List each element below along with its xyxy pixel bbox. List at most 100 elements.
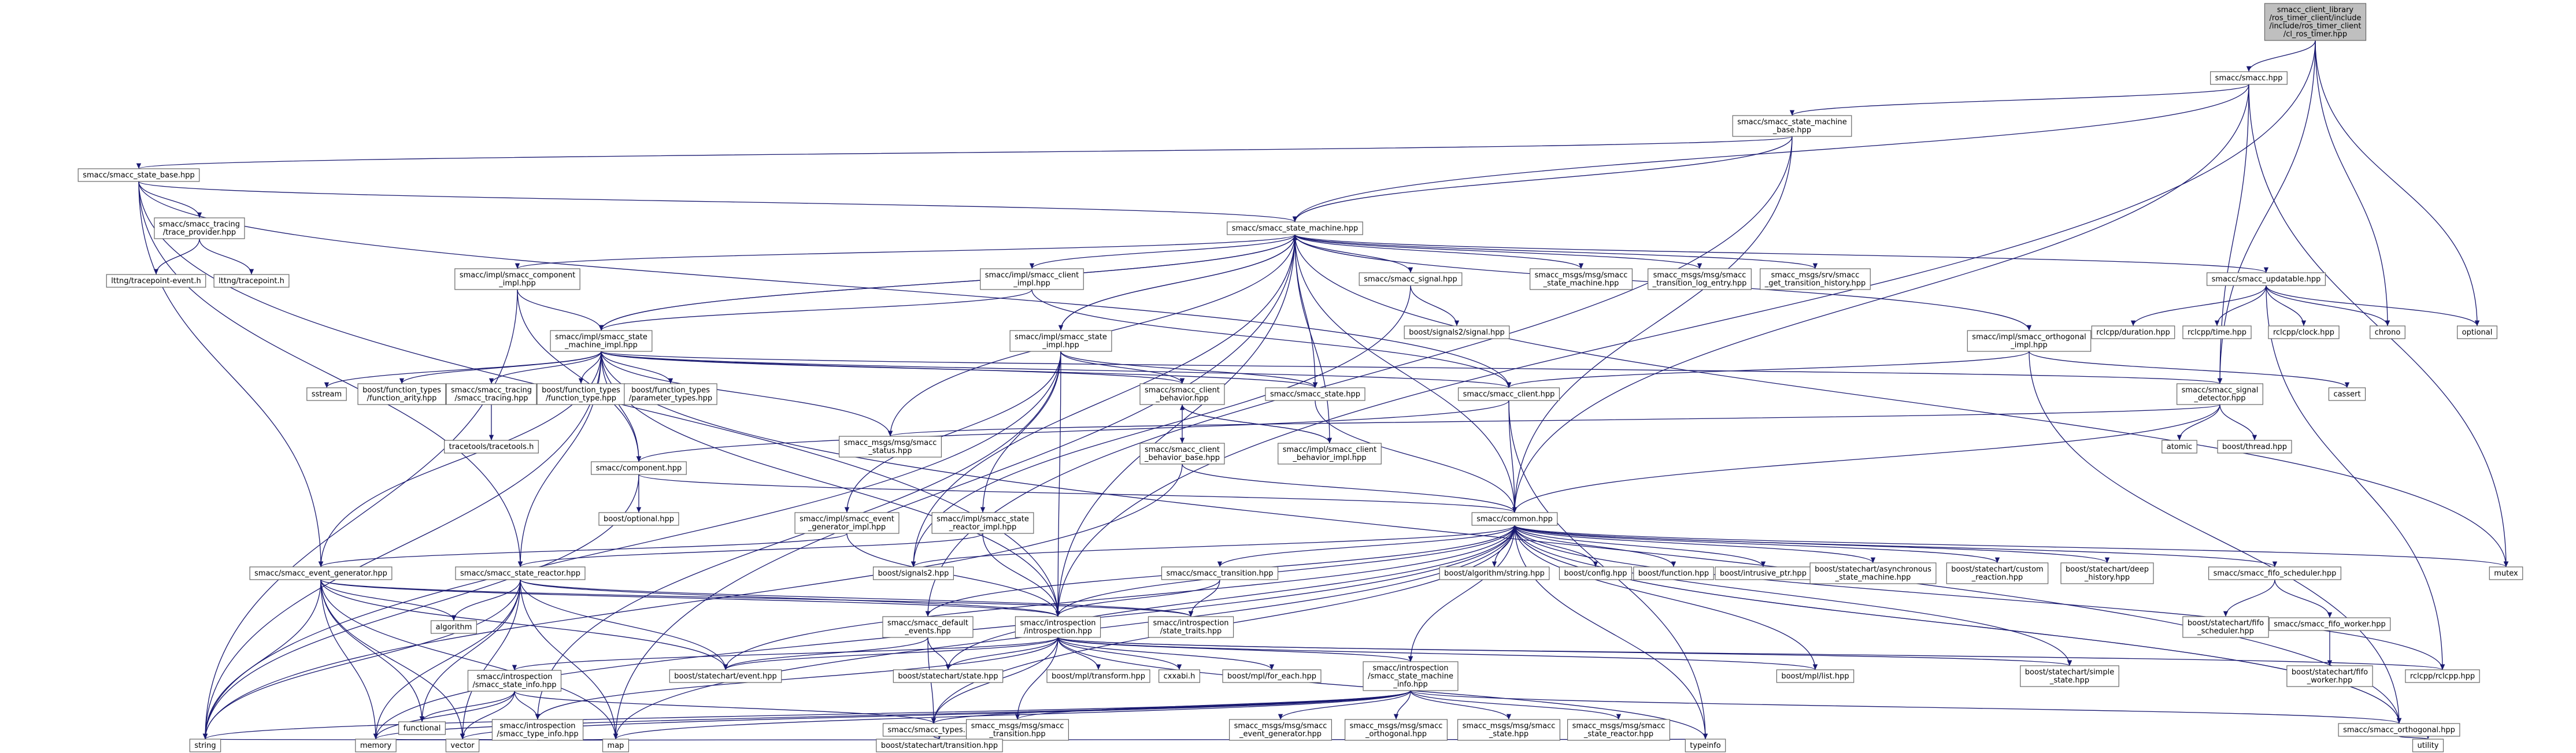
graph-node-mutex[interactable]: mutex <box>2489 566 2523 580</box>
graph-node-smacc[interactable]: smacc/smacc.hpp <box>2210 71 2288 85</box>
graph-node-clientimpl[interactable]: smacc/impl/smacc_client_impl.hpp <box>980 268 1084 290</box>
graph-node-statehpp[interactable]: smacc/smacc_state.hpp <box>1265 387 1365 401</box>
graph-node-box <box>838 436 942 458</box>
graph-node-orthimpl[interactable]: smacc/impl/smacc_orthogonal_impl.hpp <box>1967 330 2092 352</box>
graph-node-mpltransform[interactable]: boost/mpl/transform.hpp <box>1046 669 1150 683</box>
graph-node-chrono[interactable]: chrono <box>2370 325 2405 339</box>
graph-node-msgstatus[interactable]: smacc_msgs/msg/smacc_status.hpp <box>838 436 942 458</box>
graph-node-tracing[interactable]: smacc/smacc_tracing/trace_provider.hpp <box>154 217 245 239</box>
graph-node-mpllist[interactable]: boost/mpl/list.hpp <box>1776 669 1855 683</box>
graph-node-scfifow[interactable]: boost/statechart/fifo_worker.hpp <box>2286 665 2373 687</box>
graph-node-msgtle[interactable]: smacc_msgs/msg/smacc_transition_log_entr… <box>1648 268 1752 290</box>
graph-node-signals2sig[interactable]: boost/signals2/signal.hpp <box>1404 325 1510 339</box>
graph-node-utility[interactable]: utility <box>2412 739 2444 752</box>
graph-node-evgenimpl[interactable]: smacc/impl/smacc_event_generator_impl.hp… <box>794 512 900 534</box>
graph-node-transition[interactable]: smacc/smacc_transition.hpp <box>1161 566 1279 580</box>
graph-node-sccustom[interactable]: boost/statechart/custom_reaction.hpp <box>1946 562 2049 584</box>
graph-edge-evgen-to-string <box>202 579 321 740</box>
graph-node-map[interactable]: map <box>602 739 630 752</box>
graph-node-stateimpl[interactable]: smacc/impl/smacc_state_impl.hpp <box>1009 330 1112 352</box>
graph-node-label: smacc/smacc_tracing <box>451 386 532 395</box>
graph-node-tracetools[interactable]: tracetools/tracetools.h <box>444 440 539 454</box>
graph-node-reactor[interactable]: smacc/smacc_state_reactor.hpp <box>455 566 586 580</box>
graph-node-updatable[interactable]: smacc/smacc_updatable.hpp <box>2207 272 2326 286</box>
graph-node-string[interactable]: string <box>189 739 221 752</box>
graph-node-atomic[interactable]: atomic <box>2162 440 2197 454</box>
graph-node-component[interactable]: smacc/component.hpp <box>591 461 687 475</box>
graph-node-signal[interactable]: smacc/smacc_signal.hpp <box>1359 272 1463 286</box>
graph-node-optional[interactable]: optional <box>2457 325 2497 339</box>
graph-node-signals2[interactable]: boost/signals2.hpp <box>873 566 954 580</box>
graph-node-memory[interactable]: memory <box>355 739 397 752</box>
graph-node-scdeep[interactable]: boost/statechart/deep_history.hpp <box>2060 562 2154 584</box>
graph-node-rcldur[interactable]: rclcpp/duration.hpp <box>2091 325 2175 339</box>
graph-node-config[interactable]: boost/config.hpp <box>1559 566 1633 580</box>
graph-node-smstateinfo[interactable]: smacc/introspection/smacc_state_machine_… <box>1363 661 1459 691</box>
graph-node-rcltime[interactable]: rclcpp/time.hpp <box>2182 325 2252 339</box>
graph-node-label: functional <box>404 724 441 733</box>
graph-node-label: smacc/smacc_state_reactor.hpp <box>460 569 580 578</box>
graph-node-defevents[interactable]: smacc/smacc_default_events.hpp <box>882 616 974 638</box>
graph-node-ftarity[interactable]: boost/function_types/function_arity.hpp <box>357 383 446 405</box>
graph-node-smbase[interactable]: smacc/smacc_state_machine_base.hpp <box>1732 115 1852 137</box>
graph-node-typeinfo_std[interactable]: typeinfo <box>1685 739 1726 752</box>
graph-node-evgen[interactable]: smacc/smacc_event_generator.hpp <box>249 566 393 580</box>
graph-node-sstream[interactable]: sstream <box>306 387 347 401</box>
graph-node-vector[interactable]: vector <box>445 739 480 752</box>
graph-node-msgreactor[interactable]: smacc_msgs/msg/smacc_state_reactor.hpp <box>1567 719 1671 741</box>
graph-node-rclclock[interactable]: rclcpp/clock.hpp <box>2268 325 2340 339</box>
graph-node-lttngev[interactable]: lttng/tracepoint-event.h <box>106 274 206 288</box>
graph-node-label: /function_type.hpp <box>546 394 616 403</box>
graph-node-sigdet[interactable]: smacc/smacc_signal_detector.hpp <box>2177 383 2263 405</box>
graph-edge-updatable-to-rclcpp <box>2266 285 2445 670</box>
graph-node-functional[interactable]: functional <box>398 721 446 735</box>
graph-node-boostopt[interactable]: boost/optional.hpp <box>598 512 679 526</box>
graph-node-statetraits[interactable]: smacc/introspection/state_traits.hpp <box>1148 616 1234 638</box>
graph-node-rclcpp[interactable]: rclcpp/rclcpp.hpp <box>2405 669 2480 683</box>
graph-node-introspection[interactable]: smacc/introspection/introspection.hpp <box>1015 616 1101 638</box>
graph-node-cassert[interactable]: cassert <box>2328 387 2366 401</box>
graph-node-msgstate[interactable]: smacc_msgs/msg/smacc_state.hpp <box>1457 719 1561 741</box>
graph-node-mplforeach[interactable]: boost/mpl/for_each.hpp <box>1222 669 1322 683</box>
graph-node-trsmacc[interactable]: smacc/smacc_tracing/smacc_tracing.hpp <box>446 383 537 405</box>
graph-node-stateinfo[interactable]: smacc/introspection/smacc_state_info.hpp <box>467 670 562 692</box>
graph-node-clienthpp[interactable]: smacc/smacc_client.hpp <box>1457 387 1560 401</box>
graph-node-cxxabi[interactable]: cxxabi.h <box>1159 669 1200 683</box>
graph-node-typeinfo[interactable]: smacc/introspection/smacc_type_info.hpp <box>491 719 584 741</box>
graph-node-root[interactable]: smacc_client_library/ros_timer_client/in… <box>2264 3 2367 41</box>
graph-node-scsimple[interactable]: boost/statechart/simple_state.hpp <box>2020 665 2119 687</box>
graph-node-fifosched[interactable]: smacc/smacc_fifo_scheduler.hpp <box>2208 566 2341 580</box>
graph-node-scasync[interactable]: boost/statechart/asynchronous_state_mach… <box>1809 562 1937 584</box>
graph-node-ftftype[interactable]: boost/function_types/function_type.hpp <box>536 383 626 405</box>
graph-node-scfifo[interactable]: boost/statechart/fifo_scheduler.hpp <box>2182 616 2269 638</box>
graph-node-lttngtp[interactable]: lttng/tracepoint.h <box>213 274 290 288</box>
graph-node-common[interactable]: smacc/common.hpp <box>1471 512 1558 526</box>
graph-node-reactimpl[interactable]: smacc/impl/smacc_state_reactor_impl.hpp <box>931 512 1034 534</box>
graph-node-clbehbase[interactable]: smacc/smacc_client_behavior_base.hpp <box>1139 443 1225 465</box>
graph-node-msgorth[interactable]: smacc_msgs/msg/smacc_orthogonal.hpp <box>1344 719 1448 741</box>
graph-node-ftparam[interactable]: boost/function_types/parameter_types.hpp <box>624 383 717 405</box>
graph-node-smimpl[interactable]: smacc/impl/smacc_state_machine_impl.hpp <box>550 330 653 352</box>
graph-node-statebase[interactable]: smacc/smacc_state_base.hpp <box>77 168 200 182</box>
graph-node-algorithm[interactable]: algorithm <box>431 620 477 634</box>
graph-node-msgtransition[interactable]: smacc_msgs/msg/smacc_transition.hpp <box>965 719 1069 741</box>
graph-edge-smimpl-to-ftarity <box>399 351 602 384</box>
graph-node-msgevgen[interactable]: smacc_msgs/msg/smacc_event_generator.hpp <box>1228 719 1333 741</box>
graph-node-algostr[interactable]: boost/algorithm/string.hpp <box>1439 566 1550 580</box>
graph-node-clbeh[interactable]: smacc/smacc_client_behavior.hpp <box>1139 383 1225 405</box>
graph-node-types[interactable]: smacc/smacc_types.hpp <box>882 723 985 737</box>
graph-node-clbehimpl[interactable]: smacc/impl/smacc_client_behavior_impl.hp… <box>1278 443 1382 465</box>
graph-node-orthogonal[interactable]: smacc/smacc_orthogonal.hpp <box>2338 723 2460 737</box>
graph-node-scevent[interactable]: boost/statechart/event.hpp <box>669 669 782 683</box>
graph-node-function[interactable]: boost/function.hpp <box>1633 566 1714 580</box>
graph-node-sctransition[interactable]: boost/statechart/transition.hpp <box>876 739 1003 752</box>
graph-node-sm[interactable]: smacc/smacc_state_machine.hpp <box>1227 221 1363 235</box>
graph-node-fifoworker[interactable]: smacc/smacc_fifo_worker.hpp <box>2268 617 2391 631</box>
graph-node-msgsm[interactable]: smacc_msgs/msg/smacc_state_machine.hpp <box>1529 268 1633 290</box>
graph-node-scstate[interactable]: boost/statechart/state.hpp <box>893 669 1004 683</box>
graph-node-compimpl[interactable]: smacc/impl/smacc_component_impl.hpp <box>454 268 580 290</box>
graph-node-srvhist[interactable]: smacc_msgs/srv/smacc_get_transition_hist… <box>1760 268 1871 290</box>
graph-node-intrusive[interactable]: boost/intrusive_ptr.hpp <box>1715 566 1812 580</box>
graph-node-label: smacc/common.hpp <box>1476 515 1553 524</box>
graph-node-thread[interactable]: boost/thread.hpp <box>2217 440 2292 454</box>
